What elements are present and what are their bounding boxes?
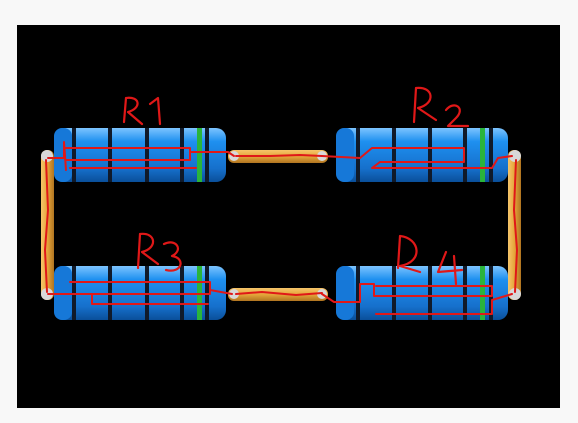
label-r3 (136, 232, 182, 272)
joint (509, 288, 521, 300)
joint (509, 150, 521, 162)
joint (229, 289, 239, 299)
ink-path-r1 (47, 141, 235, 171)
resistor-r4 (336, 266, 508, 320)
resistor-r1 (54, 128, 226, 182)
wire-bottom (228, 288, 328, 301)
label-r2 (412, 86, 470, 128)
ink-path-bottom-wire (235, 291, 323, 296)
ink-annotations (44, 86, 518, 315)
label-r1 (122, 96, 162, 126)
label-r4 (396, 234, 464, 286)
ink-path-r3 (47, 281, 233, 305)
ink-path-left-wire (44, 159, 49, 293)
resistor-r2 (336, 128, 508, 182)
ink-path-r2 (321, 147, 513, 169)
ink-path-top-wire (235, 154, 323, 157)
ink-path-r4 (321, 283, 513, 315)
ink-path-right-wire (513, 159, 518, 293)
diagram-background (17, 25, 560, 408)
